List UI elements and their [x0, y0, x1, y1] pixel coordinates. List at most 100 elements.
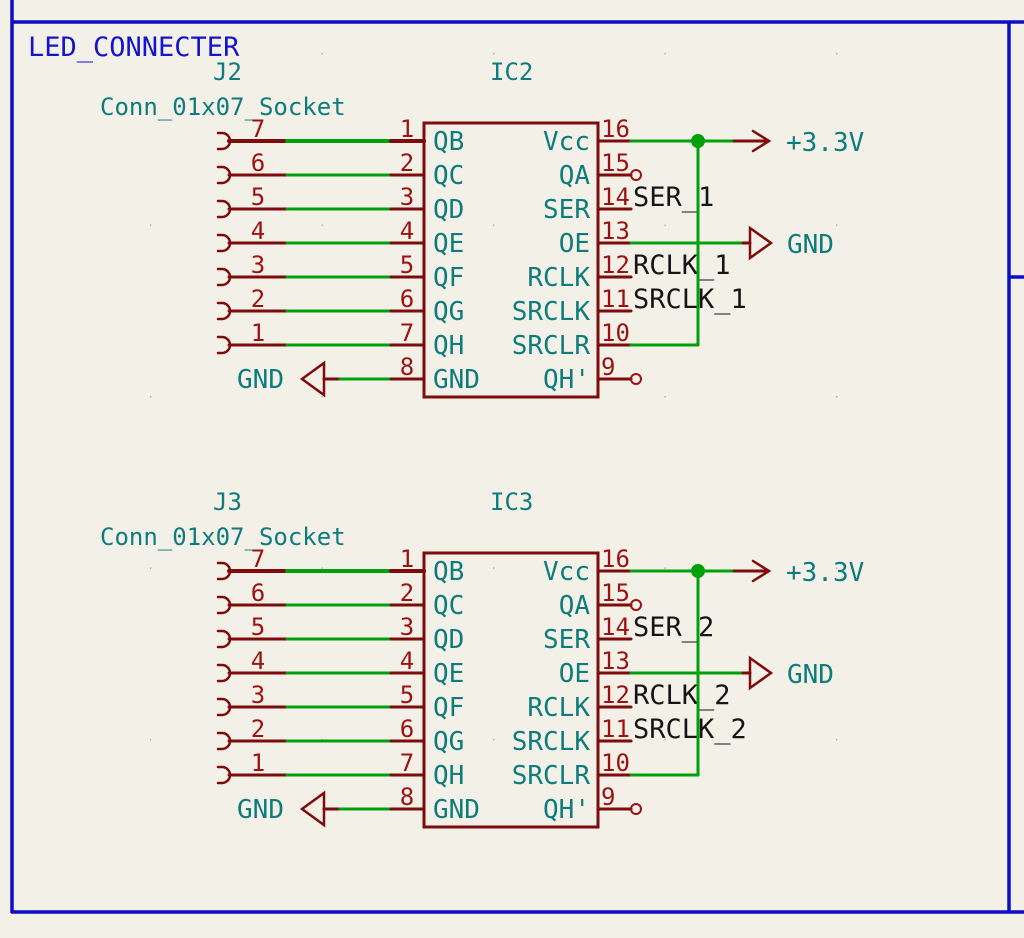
pin-name: Vcc	[543, 127, 590, 157]
pin-name: SRCLR	[512, 761, 591, 791]
connector-pin-number: 3	[251, 251, 265, 279]
pin-name: QH'	[543, 795, 590, 825]
ic-pin-number: 5	[400, 251, 414, 279]
ic-pin-number: 4	[400, 647, 414, 675]
connector-pin-number: 5	[251, 613, 265, 641]
power-arrow-icon[interactable]	[751, 129, 772, 153]
pin-name: OE	[559, 659, 590, 689]
pin-name: QD	[433, 625, 464, 655]
gnd-flag-icon[interactable]	[299, 790, 326, 828]
pin-name: QA	[559, 591, 591, 621]
ic-pin-number: 1	[400, 115, 414, 143]
power-flag-label[interactable]: +3.3V	[786, 128, 864, 158]
power-arrow-icon[interactable]	[751, 559, 772, 583]
ic-body[interactable]	[422, 551, 600, 829]
sheet-title[interactable]: LED_CONNECTER	[28, 32, 240, 63]
gnd-power-label[interactable]: GND	[237, 365, 284, 395]
connector-pin-number: 4	[251, 647, 265, 675]
ic-pin-number: 2	[400, 579, 414, 607]
pin-name: SRCLK	[512, 727, 591, 757]
pin-name: SRCLR	[512, 331, 591, 361]
pin-name: GND	[433, 795, 480, 825]
ic-pin-number: 13	[601, 647, 630, 675]
ic-pin-number: 5	[400, 681, 414, 709]
net-label[interactable]: RCLK_1	[633, 250, 731, 281]
net-label[interactable]: RCLK_2	[633, 680, 731, 711]
pin-name: QG	[433, 727, 464, 757]
net-label[interactable]: SRCLK_2	[633, 714, 747, 745]
gnd-power-label[interactable]: GND	[787, 660, 834, 690]
no-connect-icon	[630, 803, 642, 815]
connector-pin-number: 4	[251, 217, 265, 245]
connector-value[interactable]: Conn_01x07_Socket	[100, 523, 346, 551]
pin-name: RCLK	[527, 263, 590, 293]
ic-pin-number: 7	[400, 319, 414, 347]
pin-name: QB	[433, 557, 464, 587]
pin-name: QH	[433, 761, 464, 791]
no-connect-icon	[630, 169, 642, 181]
pin-name: QD	[433, 195, 464, 225]
connector-pin-number: 3	[251, 681, 265, 709]
ic-reference[interactable]: IC2	[490, 58, 533, 86]
ic-pin-number: 6	[400, 285, 414, 313]
ic-pin-number: 10	[601, 319, 630, 347]
ic-pin-number: 2	[400, 149, 414, 177]
ic-pin-number: 8	[400, 353, 414, 381]
power-flag-label[interactable]: +3.3V	[786, 558, 864, 588]
ic-pin-number: 12	[601, 251, 630, 279]
ic-pin-number: 15	[601, 579, 630, 607]
connector-value[interactable]: Conn_01x07_Socket	[100, 93, 346, 121]
ic-pin-number: 16	[601, 545, 630, 573]
net-label[interactable]: SER_2	[633, 612, 714, 643]
connector-pin-number: 7	[251, 545, 265, 573]
ic-body[interactable]	[422, 121, 600, 399]
pin-name: QF	[433, 263, 464, 293]
pin-name: SER	[543, 195, 590, 225]
ic-pin-number: 8	[400, 783, 414, 811]
ic-pin-number: 9	[601, 353, 615, 381]
ic-pin-number: 7	[400, 749, 414, 777]
ic-pin-number: 3	[400, 183, 414, 211]
pin-name: QE	[433, 659, 464, 689]
pin-name: SER	[543, 625, 590, 655]
pin-name: QH'	[543, 365, 590, 395]
pin-name: QH	[433, 331, 464, 361]
connector-pin-number: 1	[251, 319, 265, 347]
ic-pin-number: 4	[400, 217, 414, 245]
pin-name: Vcc	[543, 557, 590, 587]
pin-name: SRCLK	[512, 297, 591, 327]
pin-name: GND	[433, 365, 480, 395]
gnd-flag-icon[interactable]	[748, 225, 774, 261]
ic-pin-number: 12	[601, 681, 630, 709]
pin-name: QE	[433, 229, 464, 259]
connector-pin-number: 2	[251, 715, 265, 743]
ic-pin-number: 15	[601, 149, 630, 177]
connector-reference[interactable]: J3	[213, 488, 242, 516]
pin-name: QG	[433, 297, 464, 327]
ic-pin-number: 6	[400, 715, 414, 743]
gnd-power-label[interactable]: GND	[787, 230, 834, 260]
ic-pin-number: 10	[601, 749, 630, 777]
pin-name: QB	[433, 127, 464, 157]
pin-name: QC	[433, 161, 464, 191]
connector-reference[interactable]: J2	[213, 58, 242, 86]
gnd-power-label[interactable]: GND	[237, 795, 284, 825]
ic-pin-number: 3	[400, 613, 414, 641]
ic-pin-number: 11	[601, 715, 630, 743]
connector-pin-number: 1	[251, 749, 265, 777]
pin-name: QF	[433, 693, 464, 723]
gnd-flag-icon[interactable]	[748, 655, 774, 691]
gnd-flag-icon[interactable]	[299, 360, 326, 398]
connector-pin-number: 6	[251, 579, 265, 607]
pin-name: QA	[559, 161, 591, 191]
junction-dot	[691, 134, 705, 148]
ic-pin-number: 1	[400, 545, 414, 573]
pin-name: OE	[559, 229, 590, 259]
net-label[interactable]: SRCLK_1	[633, 284, 747, 315]
no-connect-icon	[630, 373, 642, 385]
ic-reference[interactable]: IC3	[490, 488, 533, 516]
ic-pin-number: 14	[601, 613, 630, 641]
net-label[interactable]: SER_1	[633, 182, 714, 213]
